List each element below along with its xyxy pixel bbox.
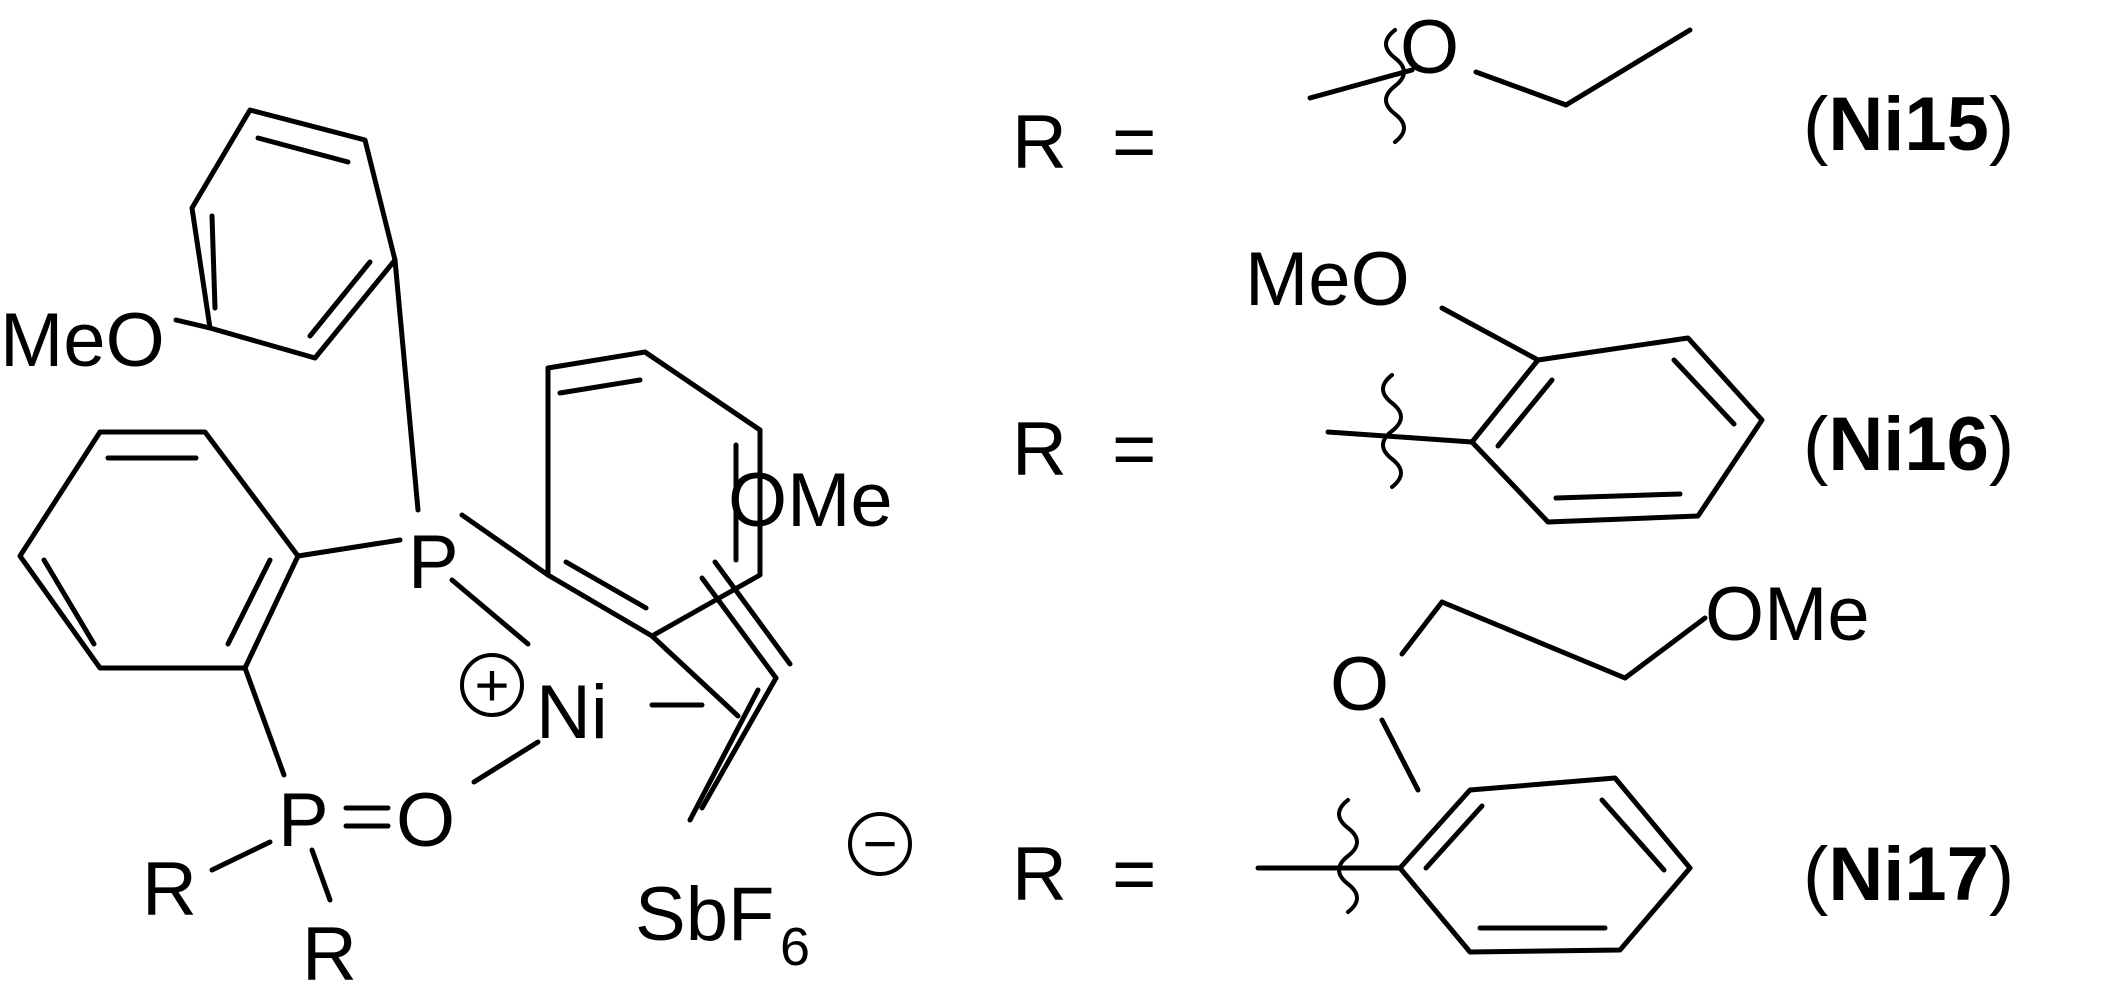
- anion-charge-sign: −: [862, 810, 897, 877]
- anisyl-ring-upper-left: [189, 107, 398, 361]
- wavy-attachment-bond: [1337, 798, 1359, 914]
- compound-label-ni16: (Ni16): [1803, 402, 2014, 487]
- cation-charge-circle: [460, 653, 524, 717]
- compound-label-ni17: (Ni17): [1803, 832, 2014, 917]
- variant-ni15: R = O (Ni15): [1012, 5, 2014, 185]
- r-label: R: [1012, 832, 1067, 917]
- equals-sign: =: [1112, 407, 1156, 492]
- wavy-attachment-bond: [1381, 373, 1403, 489]
- ethylene-ligand: [687, 559, 793, 823]
- anion-subscript: 6: [780, 917, 810, 977]
- wavy-attachment-bond: [1384, 28, 1406, 144]
- r-label: R: [1012, 100, 1067, 185]
- methoxy-label-right: OMe: [728, 458, 893, 543]
- oxygen-label: O: [1400, 5, 1459, 90]
- methoxy-label: OMe: [1705, 572, 1870, 657]
- variant-ni17: R = O OMe (Ni17): [1012, 572, 2014, 955]
- equals-sign: =: [1112, 100, 1156, 185]
- r-label: R: [1012, 407, 1067, 492]
- anion-label: SbF: [635, 872, 774, 957]
- phosphorus-label-top: P: [408, 520, 459, 605]
- oxygen-label: O: [396, 778, 455, 863]
- nickel-label: Ni: [536, 670, 608, 755]
- compound-label-ni15: (Ni15): [1803, 82, 2014, 167]
- cation-charge-sign: +: [474, 652, 509, 719]
- variant-ni16: R = MeO (Ni16): [1012, 237, 2014, 525]
- r-group-label-2: R: [302, 912, 357, 994]
- anion-charge-circle: [848, 812, 912, 876]
- equals-sign: =: [1112, 832, 1156, 917]
- r-group-label-1: R: [142, 847, 197, 932]
- methoxy-label-left: MeO: [0, 298, 165, 383]
- aryl-ring: [1397, 775, 1693, 955]
- nickel-complex: MeO OMe P + Ni P O R R SbF 6 −: [0, 107, 912, 994]
- oxygen-label: O: [1330, 642, 1389, 727]
- counter-anion: SbF 6 −: [635, 810, 912, 977]
- phenylene-ring: [17, 429, 301, 671]
- methoxy-label: MeO: [1245, 237, 1410, 322]
- phosphorus-label-bottom: P: [278, 778, 329, 863]
- anisyl-ring: [1469, 335, 1765, 525]
